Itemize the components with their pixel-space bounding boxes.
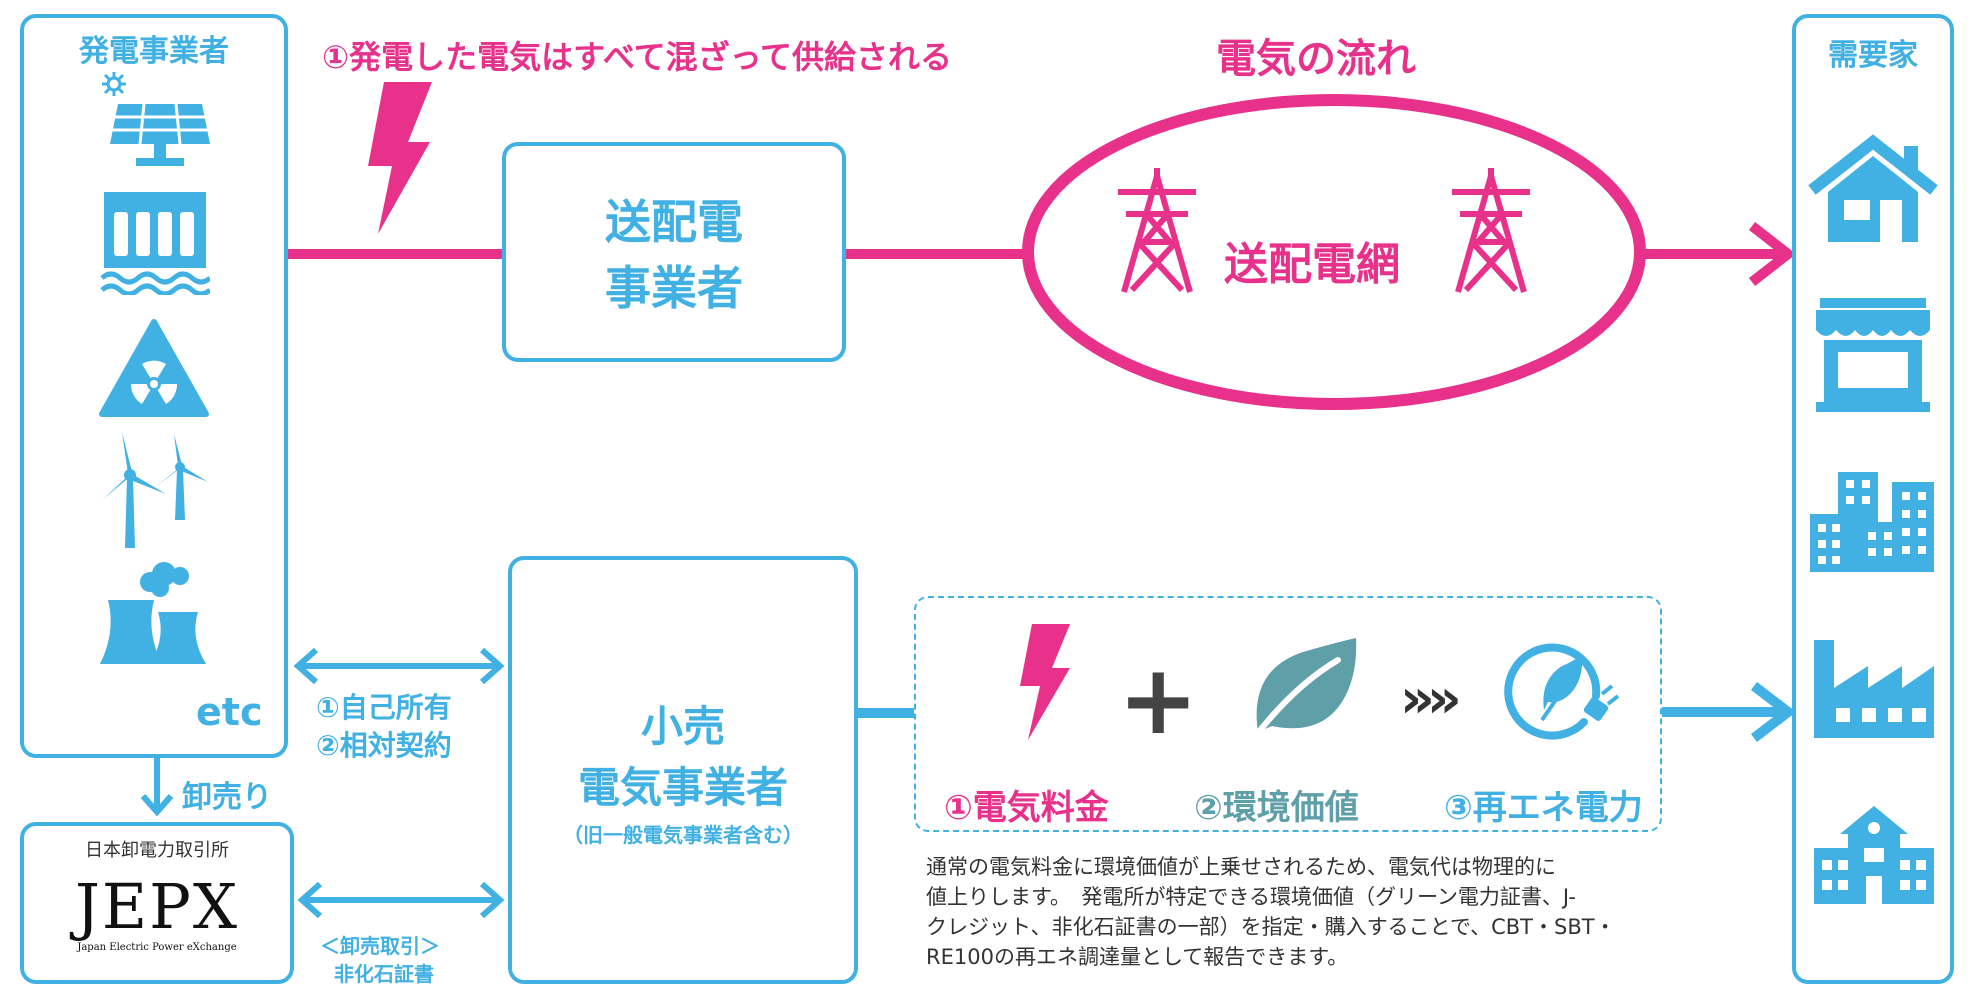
retail-line2: 電気事業者 [577, 762, 788, 812]
retail-operator-box: 小売 電気事業者 （旧一般電気事業者含む） [508, 556, 858, 984]
power-tower-icon [1112, 166, 1202, 296]
power-line-operator-to-grid [846, 249, 1026, 259]
product-dashed-box [914, 596, 1662, 832]
chevrons-icon: »» [1400, 667, 1462, 730]
house-icon [1806, 134, 1940, 244]
top-flow-note: ①発電した電気はすべて混ざって供給される [322, 38, 952, 76]
product-arrow-to-consumers [1662, 682, 1798, 742]
jepx-logo-subtext: Japan Electric Power eXchange [77, 942, 237, 953]
office-building-icon [1808, 470, 1938, 574]
electricity-bolt-icon [1012, 622, 1076, 742]
jepx-trade-label-2: 非化石証書 [334, 962, 434, 986]
power-arrow-to-consumers [1640, 222, 1800, 288]
leaf-icon [1250, 636, 1360, 740]
jepx-box [20, 822, 294, 984]
transmission-operator-box: 送配電 事業者 [502, 142, 846, 362]
wholesale-down-arrow [140, 758, 174, 818]
jepx-logo-text: JEPX [75, 870, 239, 943]
description-line: 値上りします。 発電所が特定できる環境価値（グリーン電力証書、J- [926, 885, 1576, 909]
retail-sub: （旧一般電気事業者含む） [563, 822, 803, 847]
contract-label-1: ①自己所有 [316, 691, 452, 724]
power-tower-icon [1446, 166, 1536, 296]
jepx-double-arrow [294, 880, 508, 920]
description-text: 通常の電気料金に環境価値が上乗せされるため、電気代は物理的に 値上りします。 発… [926, 852, 1666, 972]
product-item-2: ②環境価値 [1194, 788, 1359, 828]
flow-title: 電気の流れ [1216, 36, 1416, 82]
transmission-operator-line2: 事業者 [605, 261, 743, 315]
contract-label-2: ②相対契約 [316, 729, 452, 762]
plus-sign: + [1118, 644, 1199, 756]
lightning-bolt-icon [356, 78, 436, 238]
description-line: RE100の再エネ調達量として報告できます。 [926, 945, 1349, 969]
wind-turbine-icon [100, 430, 210, 550]
product-item-1: ①電気料金 [944, 788, 1109, 828]
retail-line1: 小売 [640, 701, 725, 751]
power-line-generator-to-operator [288, 249, 502, 259]
jepx-trade-label-1: ＜卸売取引＞ [320, 934, 440, 958]
jepx-caption: 日本卸電力取引所 [85, 840, 229, 861]
contract-double-arrow [290, 646, 508, 686]
solar-panel-icon [96, 70, 216, 170]
description-line: クレジット、非化石証書の一部）を指定・購入することで、CBT・SBT・ [926, 915, 1616, 939]
radiation-icon [98, 318, 210, 418]
factory-smoke-icon [94, 560, 210, 668]
renewable-plug-icon [1504, 636, 1620, 742]
product-item-3: ③再エネ電力 [1444, 788, 1643, 828]
grid-label: 送配電網 [1224, 239, 1400, 290]
description-line: 通常の電気料金に環境価値が上乗せされるため、電気代は物理的に [926, 855, 1556, 879]
generators-etc-label: etc [196, 690, 263, 734]
transmission-operator-line1: 送配電 [605, 195, 743, 249]
consumers-title: 需要家 [1828, 38, 1918, 73]
hydro-dam-icon [100, 190, 210, 295]
school-icon [1812, 804, 1936, 904]
shop-icon [1814, 296, 1932, 414]
factory-icon [1810, 636, 1938, 740]
retail-to-product-line [858, 708, 914, 718]
generators-title: 発電事業者 [79, 34, 229, 69]
wholesale-label: 卸売り [182, 780, 272, 815]
